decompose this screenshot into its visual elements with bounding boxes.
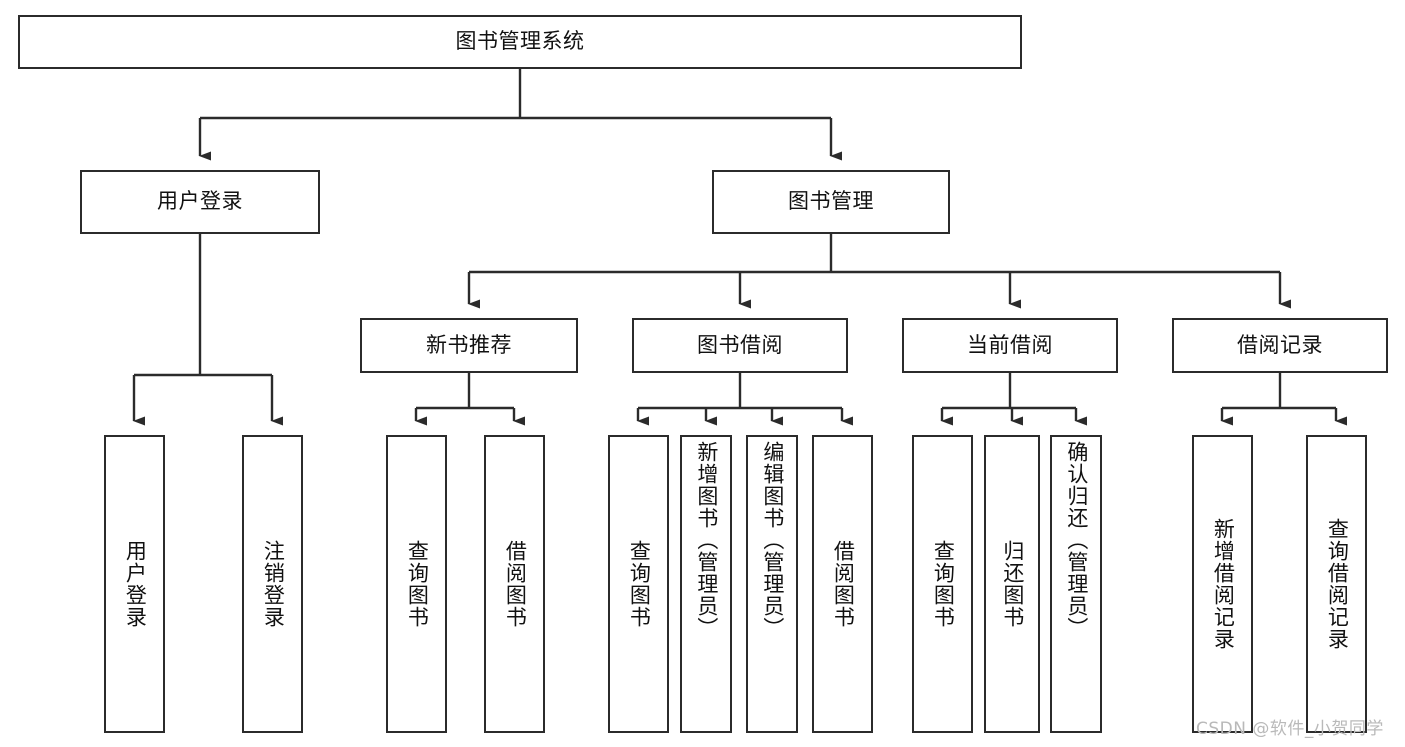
node-label: 借阅图书	[831, 540, 856, 628]
node-label: 图书管理	[788, 189, 874, 214]
node-label: 当前借阅	[967, 332, 1053, 357]
node-leaf-user-login[interactable]: 用户登录	[104, 435, 165, 733]
node-book-borrow[interactable]: 图书借阅	[632, 318, 848, 373]
node-leaf-query-books-borrow[interactable]: 查询图书	[608, 435, 669, 733]
node-label: 用户登录	[157, 189, 243, 214]
node-borrow-record[interactable]: 借阅记录	[1172, 318, 1388, 373]
node-leaf-borrow-books-recommend[interactable]: 借阅图书	[484, 435, 545, 733]
node-label: 新书推荐	[426, 332, 512, 357]
node-leaf-edit-book-admin[interactable]: 编辑图书（管理员）	[746, 435, 798, 733]
node-leaf-query-borrow-record[interactable]: 查询借阅记录	[1306, 435, 1367, 733]
node-label: 用户登录	[123, 540, 148, 628]
node-label: 查询借阅记录	[1325, 518, 1350, 650]
node-label: 归还图书	[1000, 540, 1025, 628]
node-label: 查询图书	[627, 540, 652, 628]
node-label: 注销登录	[261, 540, 286, 628]
node-label: 新增借阅记录	[1211, 518, 1236, 650]
node-label: 查询图书	[931, 540, 956, 628]
node-current-borrow[interactable]: 当前借阅	[902, 318, 1118, 373]
node-leaf-borrow-books-borrow[interactable]: 借阅图书	[812, 435, 873, 733]
node-book-management[interactable]: 图书管理	[712, 170, 950, 234]
node-leaf-add-borrow-record[interactable]: 新增借阅记录	[1192, 435, 1253, 733]
node-label: 借阅图书	[503, 540, 528, 628]
node-label: 确认归还（管理员）	[1064, 441, 1089, 639]
node-user-login[interactable]: 用户登录	[80, 170, 320, 234]
node-leaf-confirm-return-admin[interactable]: 确认归还（管理员）	[1050, 435, 1102, 733]
node-label: 图书借阅	[697, 332, 783, 357]
node-label: 新增图书（管理员）	[694, 441, 719, 639]
node-label: 编辑图书（管理员）	[760, 441, 785, 639]
node-label: 借阅记录	[1237, 332, 1323, 357]
node-leaf-query-books-recommend[interactable]: 查询图书	[386, 435, 447, 733]
node-new-book-recommend[interactable]: 新书推荐	[360, 318, 578, 373]
node-leaf-query-books-current[interactable]: 查询图书	[912, 435, 973, 733]
node-leaf-logout[interactable]: 注销登录	[242, 435, 303, 733]
node-label: 查询图书	[405, 540, 430, 628]
node-root-book-management-system[interactable]: 图书管理系统	[18, 15, 1022, 69]
node-leaf-add-book-admin[interactable]: 新增图书（管理员）	[680, 435, 732, 733]
csdn-watermark: CSDN @软件_小贺同学	[1196, 719, 1384, 739]
node-leaf-return-books[interactable]: 归还图书	[984, 435, 1040, 733]
node-label: 图书管理系统	[455, 29, 585, 54]
